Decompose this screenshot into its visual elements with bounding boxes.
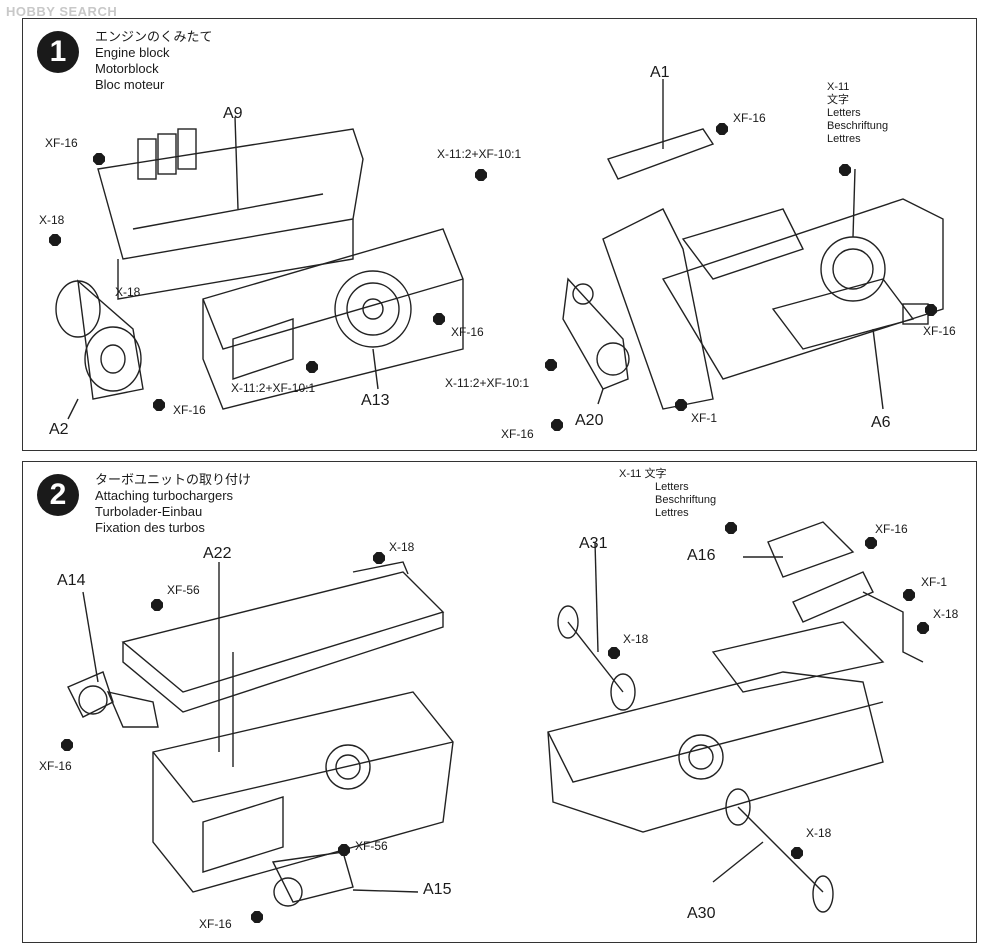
paint-xf1: XF-1	[921, 575, 948, 589]
part-a15: A15	[423, 881, 452, 898]
letters-note: X-11 文字 Letters Beschriftung Lettres	[827, 81, 888, 146]
part-a31: A31	[579, 535, 608, 552]
paint-xf56: XF-56	[167, 583, 200, 597]
paint-x18: X-18	[115, 285, 141, 299]
step-number: 2	[37, 474, 79, 516]
paint-x18: X-18	[933, 607, 959, 621]
paint-mark	[306, 361, 318, 373]
paint-mark	[153, 399, 165, 411]
step-number: 1	[37, 31, 79, 73]
paint-mark	[433, 313, 445, 325]
part-a22: A22	[203, 545, 232, 562]
part-a16: A16	[687, 547, 716, 564]
paint-mark	[675, 399, 687, 411]
paint-x18: X-18	[389, 540, 415, 554]
paint-mark	[551, 419, 563, 431]
title-ja: ターボユニットの取り付け	[95, 472, 252, 487]
paint-xf16: XF-16	[451, 325, 484, 339]
paint-xf16: XF-16	[875, 522, 908, 536]
letters-ja: 文字	[827, 94, 849, 106]
title-ja: エンジンのくみたて	[95, 29, 213, 44]
paint-mark	[61, 739, 73, 751]
paint-mark	[925, 304, 937, 316]
paint-xf16: XF-16	[501, 427, 534, 441]
paint-mark	[545, 359, 557, 371]
paint-xf16: XF-16	[733, 111, 766, 125]
part-a30: A30	[687, 905, 716, 922]
letters-en: Letters	[827, 107, 861, 119]
paint-mix: X-11:2+XF-10:1	[445, 376, 530, 390]
title-en: Engine block	[95, 45, 170, 60]
paint-x18: X-18	[39, 213, 65, 227]
paint-x18: X-18	[806, 826, 832, 840]
title-en: Attaching turbochargers	[95, 488, 234, 503]
paint-mark	[475, 169, 487, 181]
paint-mark	[725, 522, 737, 534]
paint-x18: X-18	[623, 632, 649, 646]
title-fr: Fixation des turbos	[95, 520, 205, 535]
paint-mark	[791, 847, 803, 859]
part-a6: A6	[871, 414, 891, 431]
step-title: ターボユニットの取り付け Attaching turbochargers Tur…	[95, 472, 251, 536]
paint-mark	[903, 589, 915, 601]
letters-en: Letters	[655, 481, 689, 493]
part-a1: A1	[650, 64, 670, 81]
paint-x11: X-11	[827, 81, 850, 93]
paint-mark	[151, 599, 163, 611]
paint-xf16: XF-16	[923, 324, 956, 338]
paint-mark	[716, 123, 728, 135]
title-fr: Bloc moteur	[95, 77, 165, 92]
part-a14: A14	[57, 572, 86, 589]
paint-xf16: XF-16	[45, 136, 78, 150]
title-de: Motorblock	[95, 61, 159, 76]
paint-xf16: XF-16	[173, 403, 206, 417]
letters-fr: Lettres	[655, 507, 689, 519]
turbo-drawing	[67, 521, 924, 913]
step-2-panel: 2 ターボユニットの取り付け Attaching turbochargers T…	[22, 461, 977, 943]
part-a9: A9	[223, 105, 243, 122]
part-a13: A13	[361, 392, 390, 409]
step-title: エンジンのくみたて Engine block Motorblock Bloc m…	[95, 29, 213, 93]
letters-note: X-11 文字 Letters Beschriftung Lettres	[619, 468, 716, 520]
paint-xf1: XF-1	[691, 411, 718, 425]
paint-xf16: XF-16	[199, 917, 232, 931]
letters-fr: Lettres	[827, 133, 861, 145]
paint-xf16: XF-16	[39, 759, 72, 773]
title-de: Turbolader-Einbau	[95, 504, 203, 519]
paint-x11-letters: X-11 文字	[619, 468, 667, 480]
paint-mark	[373, 552, 385, 564]
watermark: HOBBY SEARCH	[6, 4, 118, 19]
paint-mark	[93, 153, 105, 165]
paint-mark	[49, 234, 61, 246]
paint-mark	[865, 537, 877, 549]
letters-de: Beschriftung	[827, 120, 889, 132]
paint-mix: X-11:2+XF-10:1	[231, 381, 316, 395]
paint-mark	[917, 622, 929, 634]
letters-de: Beschriftung	[655, 494, 717, 506]
paint-mix: X-11:2+XF-10:1	[437, 147, 522, 161]
part-a20: A20	[575, 412, 604, 429]
part-a2: A2	[49, 421, 69, 438]
paint-xf56: XF-56	[355, 839, 388, 853]
paint-mark	[338, 844, 350, 856]
paint-mark	[839, 164, 851, 176]
paint-mark	[251, 911, 263, 923]
paint-mark	[608, 647, 620, 659]
step-1-panel: 1 エンジンのくみたて Engine block Motorblock Bloc…	[22, 18, 977, 451]
engine-block-drawing	[55, 79, 944, 420]
